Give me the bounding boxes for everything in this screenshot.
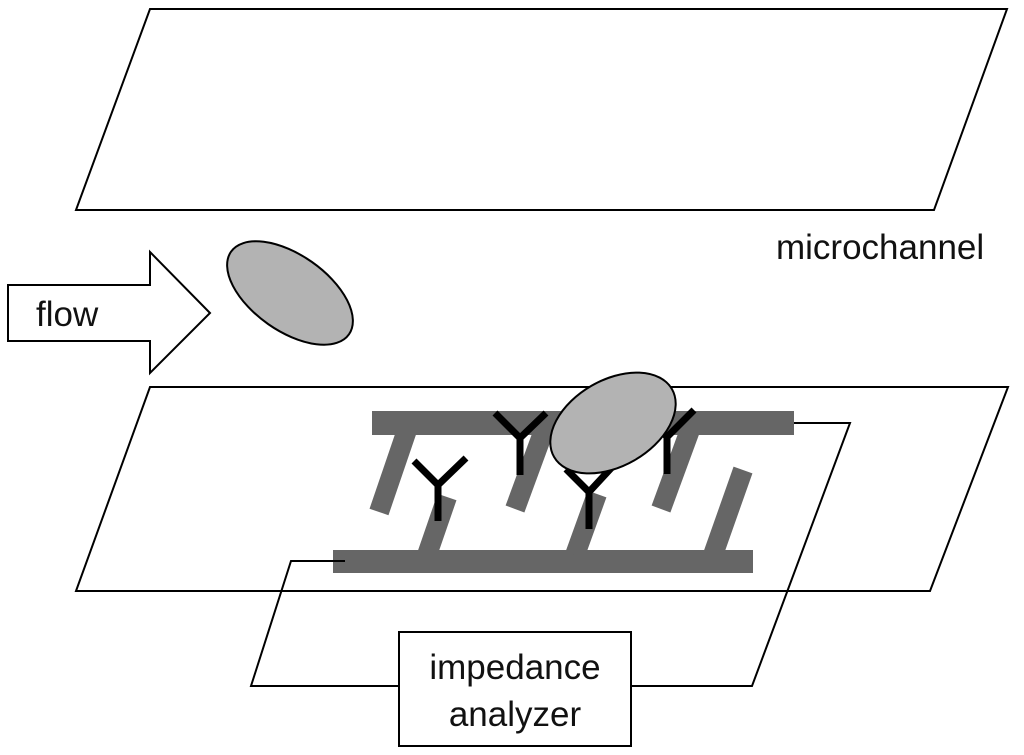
impedance-analyzer: impedance analyzer <box>398 631 632 747</box>
electrode-finger <box>369 426 417 516</box>
top-channel-plate <box>74 8 1009 211</box>
flowing-cell <box>226 240 354 346</box>
electrode-bottom-bar <box>333 550 753 573</box>
electrode-finger <box>651 426 700 513</box>
wire-left <box>249 560 399 687</box>
wire-right <box>631 422 852 687</box>
electrode-finger <box>703 466 753 559</box>
analyzer-box <box>398 631 632 747</box>
analyzer-label-line1: impedance <box>429 648 600 687</box>
bottom-channel-plate <box>74 386 1010 592</box>
antibody <box>563 462 617 529</box>
analyzer-label-line2: analyzer <box>449 695 582 734</box>
electrode-finger <box>505 426 554 513</box>
captured-cell <box>549 371 677 475</box>
electrode-finger <box>417 493 457 559</box>
flow-arrow <box>7 249 212 376</box>
antibody <box>411 455 469 521</box>
antibody <box>492 410 549 475</box>
flow-label: flow <box>36 295 99 334</box>
microchannel-label: microchannel <box>776 228 984 267</box>
